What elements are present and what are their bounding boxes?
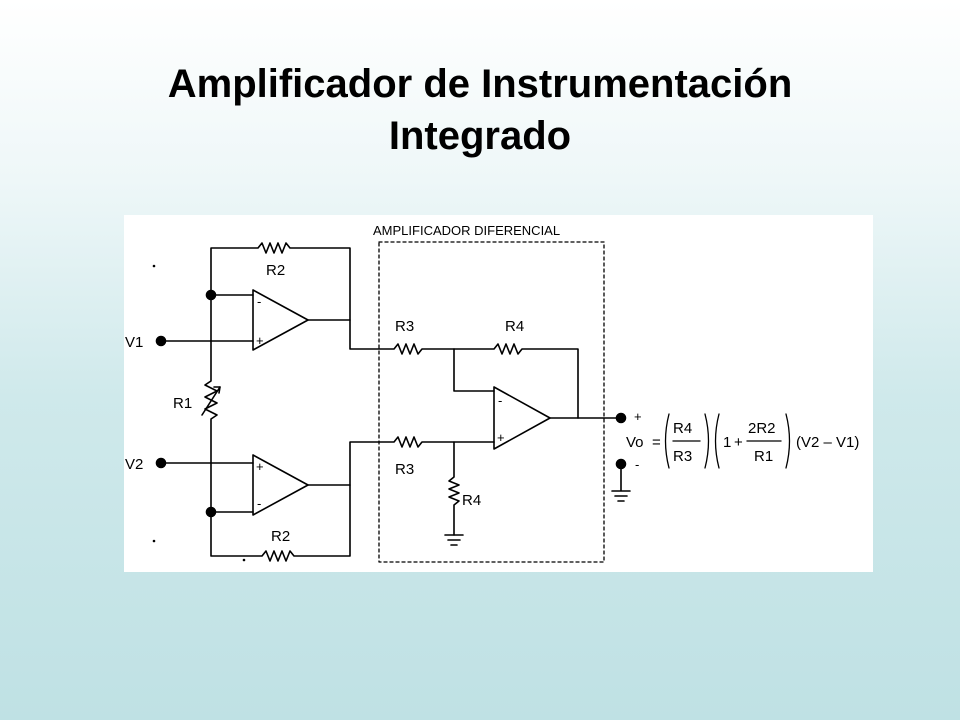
paren-close-2 xyxy=(785,413,791,469)
resistor-r3-bottom xyxy=(349,436,495,486)
eq-diff: (V2 – V1) xyxy=(796,434,859,451)
opamp-bottom: + - xyxy=(252,454,309,516)
opamp-top-plus: + xyxy=(256,333,264,348)
label-r2-bottom: R2 xyxy=(271,528,290,545)
eq-frac1-den: R3 xyxy=(673,448,692,465)
resistor-r2-top xyxy=(210,242,351,321)
ground-r4-icon xyxy=(444,534,464,546)
terminal-v2 xyxy=(155,457,167,469)
resistor-r1 xyxy=(201,294,221,513)
opamp-top: - + xyxy=(252,289,309,351)
wire-output-minus xyxy=(453,348,495,392)
label-r4-top: R4 xyxy=(505,318,524,335)
opamp-output-minus: - xyxy=(498,393,502,408)
label-output-minus: - xyxy=(635,457,639,472)
resistor-r4-bottom xyxy=(448,441,460,536)
resistor-r2-bottom xyxy=(210,484,351,562)
paren-close-1 xyxy=(704,413,710,469)
eq-frac1-num: R4 xyxy=(673,420,692,437)
ground-output-icon xyxy=(611,463,631,502)
eq-plus: + xyxy=(734,434,743,451)
eq-equals: = xyxy=(652,434,661,451)
label-output-plus: + xyxy=(634,409,642,424)
opamp-output-plus: + xyxy=(497,430,505,445)
title-line-1: Amplificador de Instrumentación xyxy=(167,62,793,106)
eq-vo: Vo xyxy=(626,434,644,451)
label-r1: R1 xyxy=(173,395,192,412)
label-r2-top: R2 xyxy=(266,262,285,279)
stray-dots xyxy=(152,264,246,562)
title-line-2: Integrado xyxy=(388,114,572,158)
label-v2: V2 xyxy=(125,456,143,473)
output-equation: Vo = R4 R3 1 + 2R2 R1 (V2 – V1) xyxy=(626,413,859,469)
paren-open-2 xyxy=(714,413,720,469)
terminal-v1 xyxy=(155,335,167,347)
eq-frac2-num: 2R2 xyxy=(748,420,776,437)
differential-amp-box xyxy=(378,241,605,563)
label-r3-top: R3 xyxy=(395,318,414,335)
opamp-bottom-plus: + xyxy=(256,459,264,474)
page-title: Amplificador de Instrumentación Integrad… xyxy=(0,58,960,162)
resistor-r3-top xyxy=(349,319,455,355)
box-label: AMPLIFICADOR DIFERENCIAL xyxy=(373,223,560,238)
label-v1: V1 xyxy=(125,334,143,351)
eq-frac2-den: R1 xyxy=(754,448,773,465)
opamp-top-minus: - xyxy=(257,294,261,309)
opamp-bottom-minus: - xyxy=(257,496,261,511)
eq-one: 1 xyxy=(723,434,731,451)
label-r4-bottom: R4 xyxy=(462,492,481,509)
paren-open-1 xyxy=(664,413,670,469)
resistor-r4-top xyxy=(453,343,579,419)
label-r3-bottom: R3 xyxy=(395,461,414,478)
terminal-output-plus xyxy=(615,412,627,424)
opamp-output: - + xyxy=(493,386,551,450)
circuit-diagram: AMPLIFICADOR DIFERENCIAL - + + - - + R2 xyxy=(124,215,873,572)
